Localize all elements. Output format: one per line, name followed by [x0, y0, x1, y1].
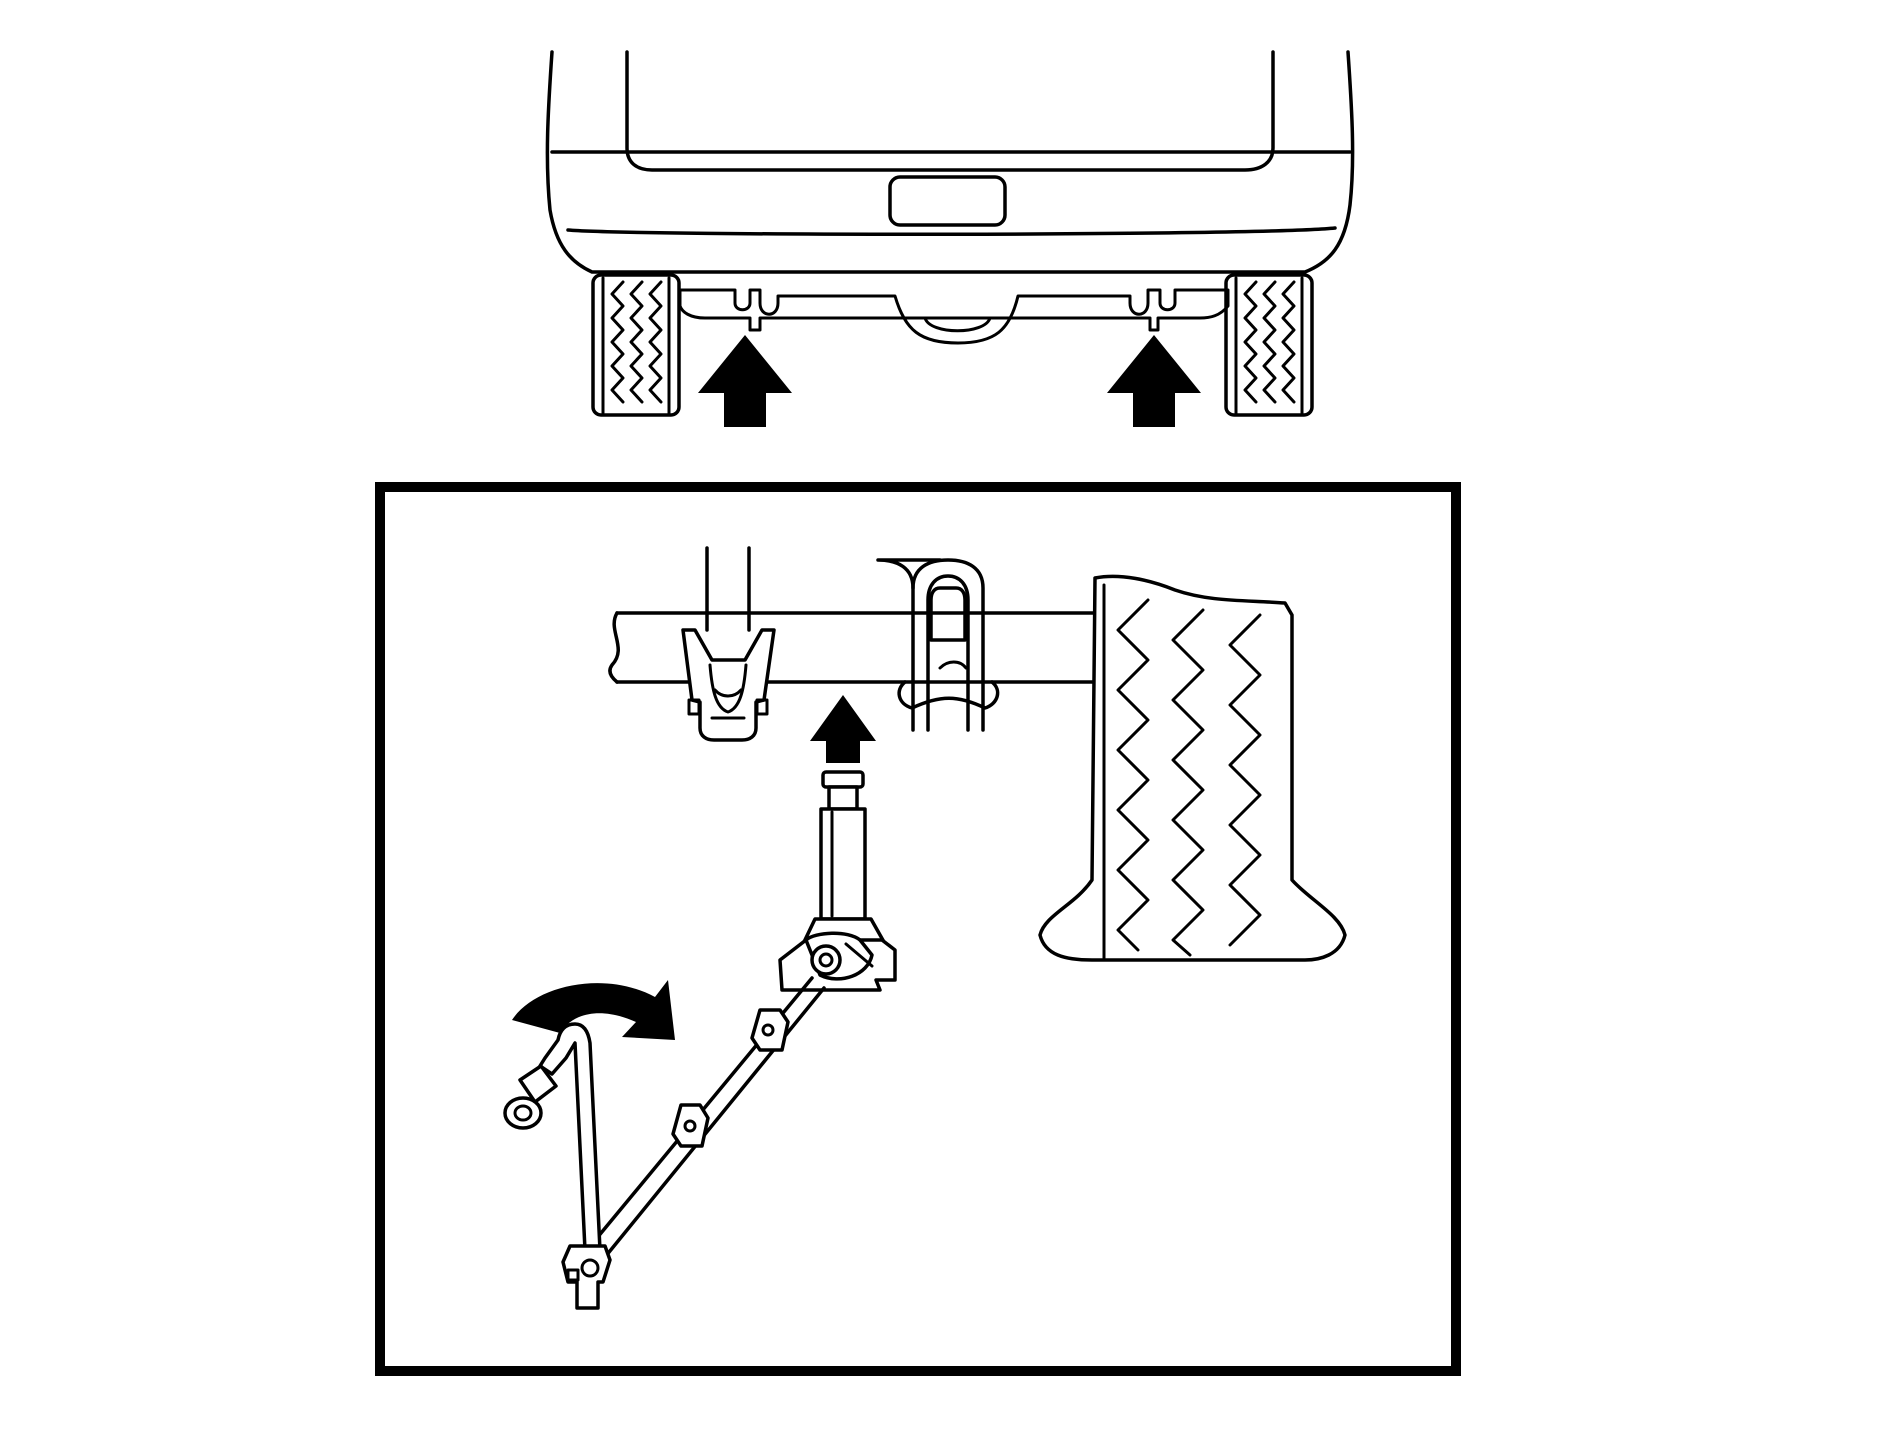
differential [923, 316, 992, 333]
up-arrow-icon [810, 695, 876, 763]
body-skirt-line [566, 226, 1337, 237]
crank-handle [503, 1022, 612, 1310]
jack-receiver-bracket [681, 628, 776, 742]
tire-detail [1038, 574, 1347, 962]
tire-left [591, 273, 681, 417]
clockwise-arrow-icon [512, 980, 675, 1040]
bottle-jack [778, 770, 897, 992]
u-bolt [876, 558, 1000, 732]
jack-extension-rod [585, 976, 826, 1264]
tailgate-panel [625, 50, 1275, 172]
frame-member [705, 546, 751, 632]
tailgate-handle [888, 175, 1007, 227]
detail-inset [375, 482, 1461, 1376]
vehicle-rear-view [545, 50, 1355, 427]
tire-right [1224, 273, 1314, 417]
jack-point-arrow-left [698, 335, 792, 427]
vehicle-body-outline [545, 50, 1355, 274]
jack-point-arrow-right [1107, 335, 1201, 427]
rear-axle-housing [678, 288, 1230, 345]
